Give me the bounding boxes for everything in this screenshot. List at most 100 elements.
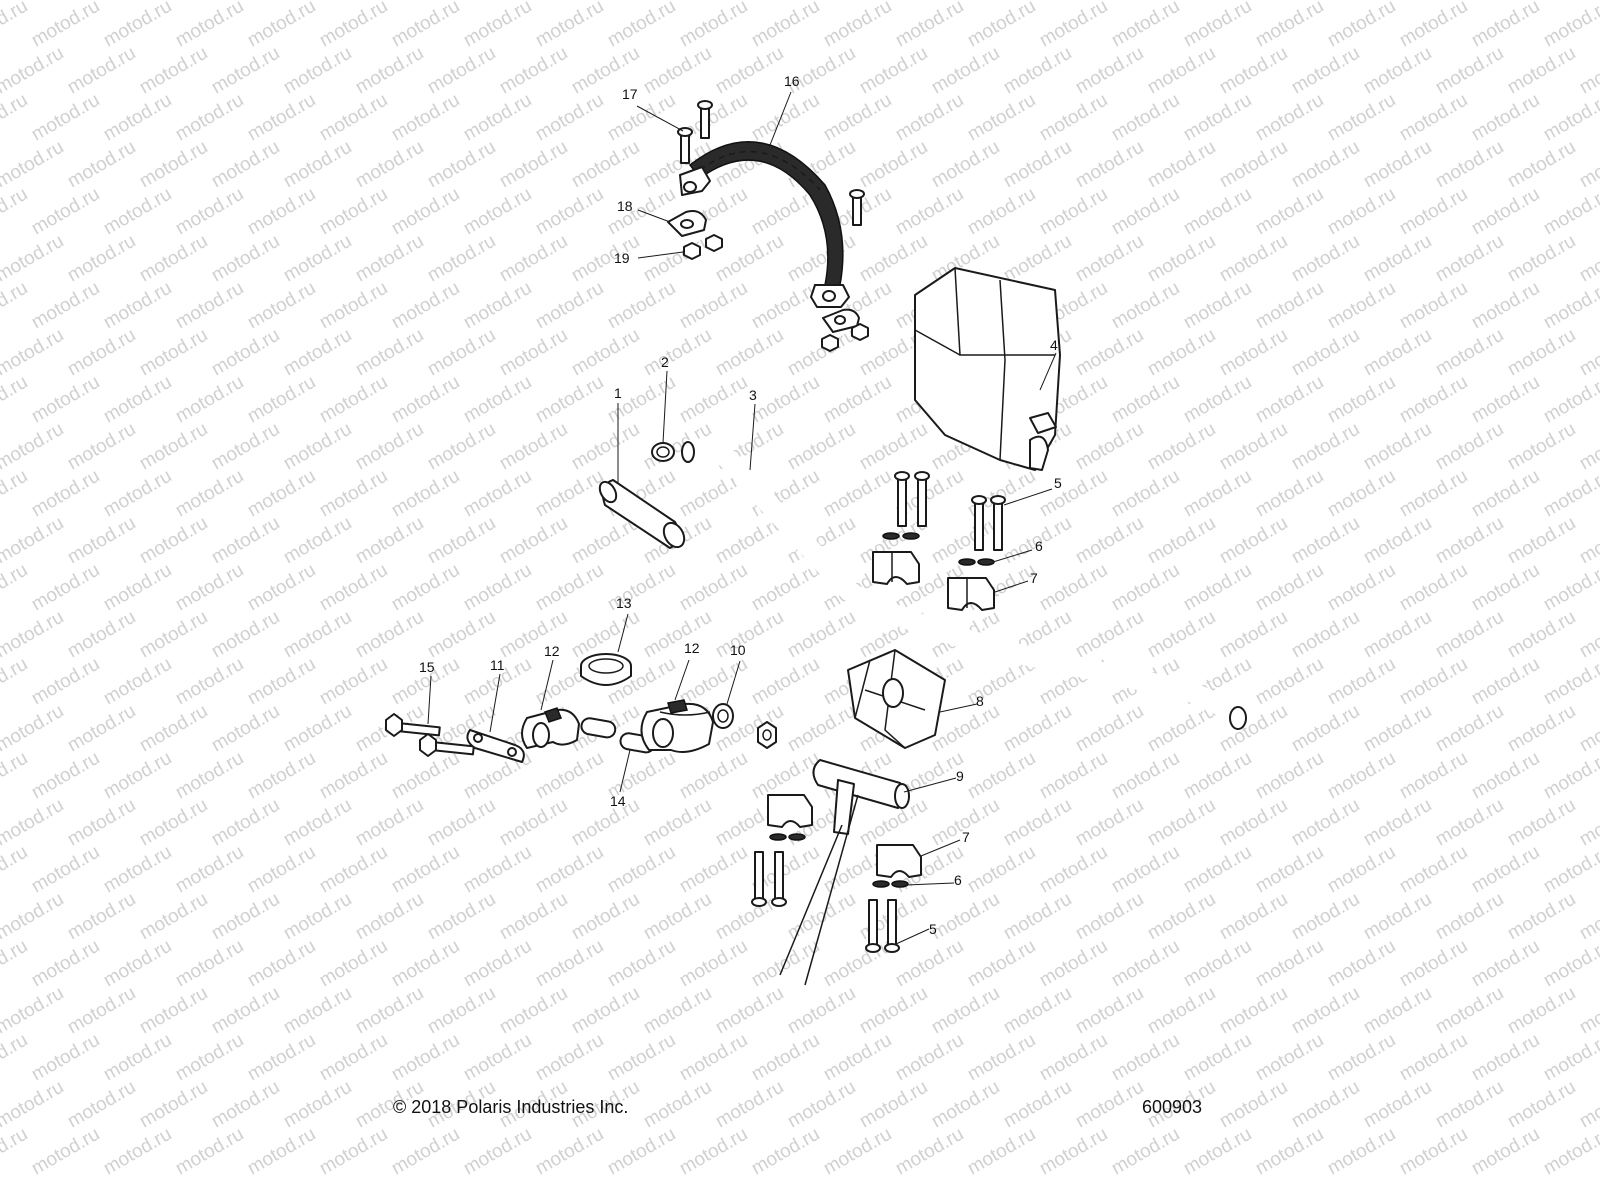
copyright-text: © 2018 Polaris Industries Inc.: [393, 1097, 629, 1117]
watermark-text: motod.ru: [1468, 466, 1543, 522]
watermark-text: motod.ru: [388, 748, 463, 804]
watermark-text: motod.ru: [1000, 983, 1075, 1039]
watermark-text: motod.ru: [820, 1124, 895, 1180]
watermark-text: motod.ru: [748, 90, 823, 146]
watermark-text: motod.ru: [1108, 90, 1183, 146]
watermark-text: motod.ru: [1576, 231, 1600, 287]
watermark-text: motod.ru: [1432, 701, 1507, 757]
watermark-text: motod.ru: [1468, 842, 1543, 898]
watermark-text: motod.ru: [532, 842, 607, 898]
watermark-text: motod.ru: [136, 701, 211, 757]
callout-5-lower: 5: [929, 921, 937, 937]
watermark-text: motod.ru: [1216, 1077, 1291, 1133]
watermark-text: motod.ru: [1108, 842, 1183, 898]
watermark-text: motod.ru: [352, 231, 427, 287]
watermark-text: motod.ru: [676, 0, 751, 51]
watermark-text: motod.ru: [1324, 0, 1399, 51]
watermark-text: motod.ru: [496, 0, 571, 4]
watermark-text: motod.ru: [100, 466, 175, 522]
watermark-text: motod.ru: [496, 889, 571, 945]
watermark-text: motod.ru: [100, 90, 175, 146]
watermark-text: motod.ru: [856, 0, 931, 4]
watermark-text: motod.ru: [352, 137, 427, 193]
watermark-text: motod.ru: [1288, 889, 1363, 945]
watermark-text: motod.ru: [460, 372, 535, 428]
watermark-text: motod.ru: [0, 137, 67, 193]
watermark-text: motod.ru: [1504, 513, 1579, 569]
part-15-bolts: [385, 713, 475, 757]
watermark-text: motod.ru: [1144, 889, 1219, 945]
watermark-text: motod.ru: [640, 43, 715, 99]
watermark-text: motod.ru: [136, 983, 211, 1039]
watermark-text: motod.ru: [64, 889, 139, 945]
watermark-text: motod.ru: [1504, 607, 1579, 663]
watermark-text: motod.ru: [1360, 1077, 1435, 1133]
watermark-text: motod.ru: [172, 278, 247, 334]
watermark-text: motod.ru: [28, 654, 103, 710]
watermark-text: motod.ru: [1396, 0, 1471, 51]
part-7-clamps-upper: [872, 551, 995, 611]
watermark-text: motod.ru: [28, 1124, 103, 1180]
watermark-text: motod.ru: [712, 1077, 787, 1133]
watermark-text: motod.ru: [424, 983, 499, 1039]
watermark-text: motod.ru: [748, 0, 823, 51]
watermark-text: motod.ru: [136, 795, 211, 851]
callout-3: 3: [749, 387, 757, 403]
callout-14: 14: [610, 793, 626, 809]
part-6-washers-lower: [769, 833, 909, 888]
watermark-text: motod.ru: [1288, 231, 1363, 287]
watermark-text: motod.ru: [28, 842, 103, 898]
watermark-text: motod.ru: [1216, 325, 1291, 381]
watermark-text: motod.ru: [1396, 748, 1471, 804]
watermark-text: motod.ru: [568, 325, 643, 381]
watermark-text: motod.ru: [388, 278, 463, 334]
watermark-text: motod.ru: [1252, 278, 1327, 334]
watermark-text: motod.ru: [1468, 1030, 1543, 1086]
watermark-text: motod.ru: [1540, 1124, 1600, 1180]
watermark-text: motod.ru: [1540, 842, 1600, 898]
watermark-text: motod.ru: [388, 1030, 463, 1086]
watermark-text: motod.ru: [1108, 278, 1183, 334]
watermark-text: motod.ru: [1072, 43, 1147, 99]
watermark-text: motod.ru: [1288, 983, 1363, 1039]
watermark-text: motod.ru: [1360, 43, 1435, 99]
watermark-text: motod.ru: [1072, 795, 1147, 851]
watermark-text: motod.ru: [1144, 419, 1219, 475]
watermark-text: motod.ru: [136, 889, 211, 945]
watermark-text: motod.ru: [28, 184, 103, 240]
watermark-text: motod.ru: [1252, 560, 1327, 616]
watermark-text: motod.ru: [1000, 795, 1075, 851]
watermark-text: motod.ru: [1108, 936, 1183, 992]
watermark-text: motod.ru: [676, 372, 751, 428]
watermark-text: motod.ru: [1540, 278, 1600, 334]
watermark-text: motod.ru: [64, 137, 139, 193]
watermark-text: motod.ru: [1468, 936, 1543, 992]
watermark-text: motod.ru: [244, 184, 319, 240]
watermark-text: motod.ru: [280, 419, 355, 475]
watermark-text: motod.ru: [28, 278, 103, 334]
watermark-text: motod.ru: [532, 748, 607, 804]
watermark-text: motod.ru: [1360, 231, 1435, 287]
watermark-text: motod.ru: [0, 0, 31, 51]
watermark-text: motod.ru: [0, 701, 67, 757]
watermark-text: motod.ru: [280, 513, 355, 569]
watermark-text: motod.ru: [388, 90, 463, 146]
watermark-text: motod.ru: [496, 607, 571, 663]
watermark-text: motod.ru: [676, 748, 751, 804]
watermark-text: motod.ru: [1360, 983, 1435, 1039]
watermark-text: motod.ru: [640, 795, 715, 851]
watermark-text: motod.ru: [460, 842, 535, 898]
watermark-text: motod.ru: [1396, 1030, 1471, 1086]
watermark-text: motod.ru: [1468, 278, 1543, 334]
watermark-text: motod.ru: [1540, 560, 1600, 616]
watermark-text: motod.ru: [1576, 137, 1600, 193]
watermark-text: motod.ru: [1324, 184, 1399, 240]
watermark-text: motod.ru: [208, 325, 283, 381]
watermark-text: motod.ru: [244, 936, 319, 992]
watermark-text: motod.ru: [1072, 889, 1147, 945]
watermark-text: motod.ru: [568, 889, 643, 945]
part-13-ring: [580, 653, 632, 686]
watermark-text: motod.ru: [712, 983, 787, 1039]
watermark-text: motod.ru: [604, 1030, 679, 1086]
watermark-text: motod.ru: [1432, 795, 1507, 851]
